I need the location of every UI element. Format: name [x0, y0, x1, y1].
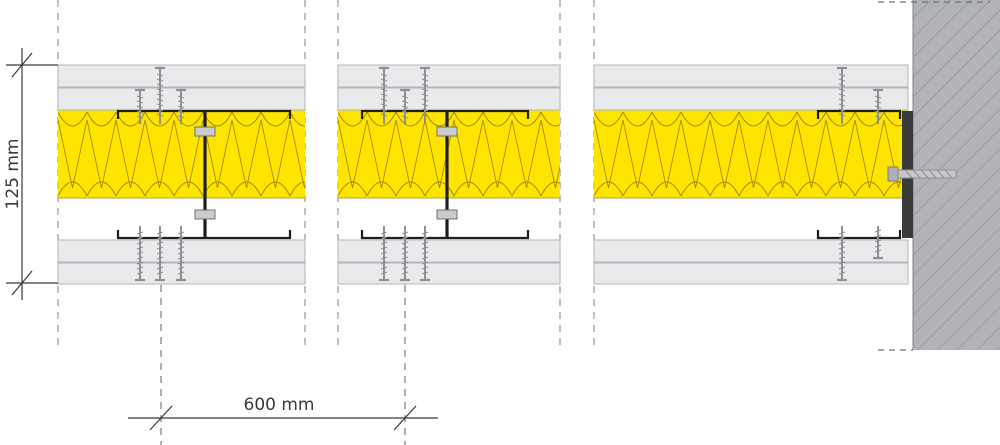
thickness-dimension — [6, 48, 58, 300]
screw-thread — [380, 73, 388, 117]
stud-clip — [436, 209, 458, 220]
spacing-dimension-label: 600 mm — [244, 395, 315, 415]
stud-center-lines — [160, 285, 406, 445]
screw-thread — [136, 95, 144, 119]
screw-thread — [401, 95, 409, 119]
mineral-wool-insulation-1 — [58, 109, 305, 199]
screw-thread — [156, 231, 164, 275]
screw-thread — [874, 95, 882, 119]
screw-thread — [136, 231, 144, 275]
plasterboard-2-4 — [337, 262, 561, 285]
screw-thread — [380, 231, 388, 275]
mineral-wool-insulation-3 — [594, 109, 908, 199]
mineral-wool-insulation-2 — [338, 109, 560, 199]
u-track-profile — [816, 109, 902, 119]
stud-clip — [194, 126, 216, 137]
plasterboard-3-4 — [593, 262, 909, 285]
screw-thread — [421, 231, 429, 275]
screw-thread — [838, 231, 846, 275]
screw-thread — [874, 229, 882, 253]
c-stud-profile — [445, 111, 449, 238]
screw-thread — [177, 95, 185, 119]
u-track-profile — [360, 109, 530, 119]
thickness-dimension-label: 125 mm — [3, 139, 23, 210]
wall-anchor — [887, 166, 957, 182]
stud-clip — [194, 209, 216, 220]
drywall-screws — [135, 66, 883, 282]
plasterboard-2-2 — [337, 87, 561, 111]
plasterboard-layers — [57, 64, 909, 285]
stud-clip — [436, 126, 458, 137]
plasterboard-2-1 — [337, 64, 561, 88]
plasterboard-3-3 — [593, 239, 909, 263]
u-track-profile — [816, 230, 902, 240]
screw-thread — [177, 231, 185, 275]
plasterboard-3-1 — [593, 64, 909, 88]
plasterboard-2-3 — [337, 239, 561, 263]
screw-thread — [156, 73, 164, 117]
plasterboard-3-2 — [593, 87, 909, 111]
u-track-profile — [360, 230, 530, 240]
screw-thread — [838, 73, 846, 117]
plasterboard-1-1 — [57, 64, 306, 88]
screw-thread — [401, 231, 409, 275]
screw-thread — [421, 73, 429, 117]
spacing-dimension — [128, 405, 438, 431]
c-stud-profile — [203, 111, 207, 238]
insulation-layers — [58, 109, 908, 199]
